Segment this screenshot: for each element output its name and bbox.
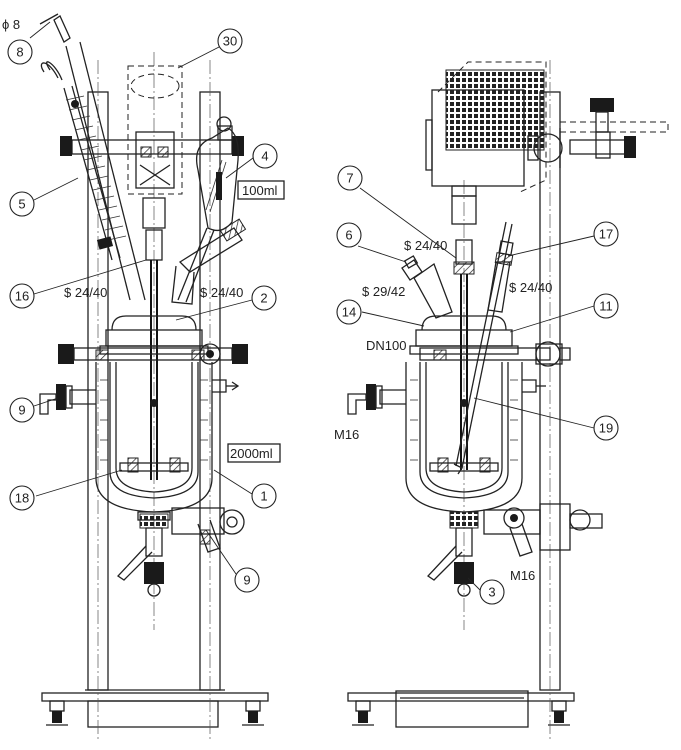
addition-funnel	[177, 116, 239, 303]
callout-6: 6	[336, 222, 362, 248]
right-bottom-valve	[427, 511, 479, 597]
callout-2: 2	[251, 285, 277, 311]
label-joint-right-top: $ 24/40	[404, 238, 447, 253]
right-vessel-body	[405, 362, 546, 513]
svg-text:19: 19	[599, 421, 613, 436]
label-dn100: DN100	[366, 338, 406, 353]
left-drain-valve	[171, 507, 245, 553]
svg-text:3: 3	[488, 585, 495, 600]
label-joint-left-1: $ 24/40	[64, 285, 107, 300]
label-2000ml: 2000ml	[230, 446, 273, 461]
stirrer-shaft	[119, 197, 189, 480]
left-crossbar	[60, 136, 244, 156]
left-bottom-valve	[117, 511, 171, 597]
svg-text:1: 1	[260, 489, 267, 504]
svg-text:9: 9	[18, 403, 25, 418]
right-vessel-lid	[409, 315, 571, 367]
callout-3: 3	[479, 579, 505, 605]
reflux-condenser	[39, 13, 146, 301]
volume-box-2000	[227, 443, 281, 463]
svg-text:11: 11	[599, 299, 613, 314]
label-100ml: 100ml	[242, 183, 278, 198]
thermometer-port	[171, 218, 247, 305]
callout-30: 30	[217, 28, 243, 54]
callout-16: 16	[9, 283, 35, 309]
volume-box-100	[237, 180, 285, 200]
svg-text:8: 8	[16, 45, 23, 60]
right-motor	[425, 61, 547, 197]
label-joint-2942: $ 29/42	[362, 284, 405, 299]
svg-text:30: 30	[223, 34, 237, 49]
callout-19: 19	[593, 415, 619, 441]
svg-text:4: 4	[261, 149, 268, 164]
right-port-6	[401, 255, 453, 319]
right-drain-valve	[483, 503, 603, 557]
callout-7: 7	[337, 165, 363, 191]
callouts: 30 8 4 5 16 2 9 18 1 9 7 6 17 14 11 19 3	[7, 28, 619, 605]
svg-text:18: 18	[15, 491, 29, 506]
label-joint-right-side: $ 24/40	[509, 280, 552, 295]
callout-8: 8	[7, 39, 33, 65]
label-joint-left-2: $ 24/40	[200, 285, 243, 300]
callout-17: 17	[593, 221, 619, 247]
callout-9-bottom: 9	[234, 567, 260, 593]
svg-text:6: 6	[345, 228, 352, 243]
callout-1: 1	[251, 483, 277, 509]
left-assembly	[39, 13, 269, 740]
stirrer-motor	[127, 65, 183, 195]
svg-text:7: 7	[346, 171, 353, 186]
right-base	[347, 690, 575, 728]
svg-text:9: 9	[243, 573, 250, 588]
svg-text:2: 2	[260, 291, 267, 306]
right-clamp	[527, 98, 669, 168]
label-m16-bottom: M16	[510, 568, 535, 583]
svg-text:16: 16	[15, 289, 29, 304]
callout-11: 11	[593, 293, 619, 319]
left-base	[41, 689, 269, 728]
callout-14: 14	[336, 299, 362, 325]
labels: ϕ 8 100ml $ 24/40 $ 24/40 2000ml $ 24/40…	[2, 17, 552, 583]
svg-text:14: 14	[342, 305, 356, 320]
svg-text:5: 5	[18, 197, 25, 212]
left-support-rods	[87, 52, 221, 740]
label-phi8: ϕ 8	[2, 17, 20, 32]
label-m16-left: M16	[334, 427, 359, 442]
left-vessel-lid	[58, 315, 248, 365]
left-vessel-body	[95, 362, 240, 513]
callout-18: 18	[9, 485, 35, 511]
left-jacket-inlet	[39, 384, 96, 415]
right-assembly	[347, 60, 669, 740]
right-shaft	[429, 195, 499, 473]
svg-text:17: 17	[599, 227, 613, 242]
right-jacket-inlet	[347, 384, 406, 415]
leader-lines	[29, 21, 595, 591]
callout-9-left: 9	[9, 397, 35, 423]
callout-4: 4	[252, 143, 278, 169]
callout-5: 5	[9, 191, 35, 217]
